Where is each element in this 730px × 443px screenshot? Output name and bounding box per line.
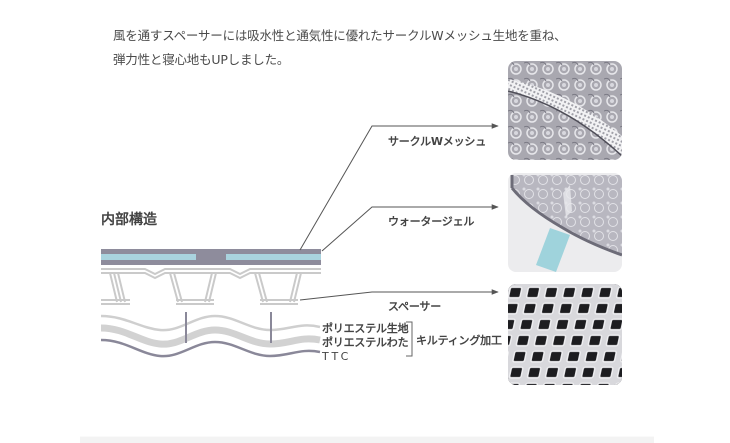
top-layer xyxy=(101,249,321,265)
intro-text: 風を通すスペーサーには吸水性と通気性に優れたサークルWメッシュ生地を重ね、 弾力… xyxy=(113,24,567,72)
circle-w-mesh-photo xyxy=(508,61,622,160)
section-title: 内部構造 xyxy=(101,212,157,228)
layer-label-polyester-fabric: ポリエステル生地 xyxy=(322,322,409,335)
callout-label-water-gel: ウォータージェル xyxy=(388,215,475,228)
quilting-label: キルティング加工 xyxy=(416,334,502,347)
water-gel-photo xyxy=(508,173,622,272)
layer-label-ttc: TTC xyxy=(322,350,352,363)
callout-label-spacer: スペーサー xyxy=(388,300,442,313)
leader-lines xyxy=(299,123,499,301)
layer-label-polyester-wadding: ポリエステルわた xyxy=(322,336,409,349)
spacer-layer xyxy=(101,268,321,305)
bottom-divider xyxy=(80,436,654,443)
callout-label-circle-w-mesh: サークルWメッシュ xyxy=(388,135,487,148)
intro-line-1: 風を通すスペーサーには吸水性と通気性に優れたサークルWメッシュ生地を重ね、 xyxy=(113,28,567,43)
spacer-photo xyxy=(508,284,622,385)
quilting-bracket xyxy=(406,321,413,357)
quilted-layers xyxy=(100,312,321,358)
intro-line-2: 弾力性と寝心地もUPしました。 xyxy=(113,52,290,67)
